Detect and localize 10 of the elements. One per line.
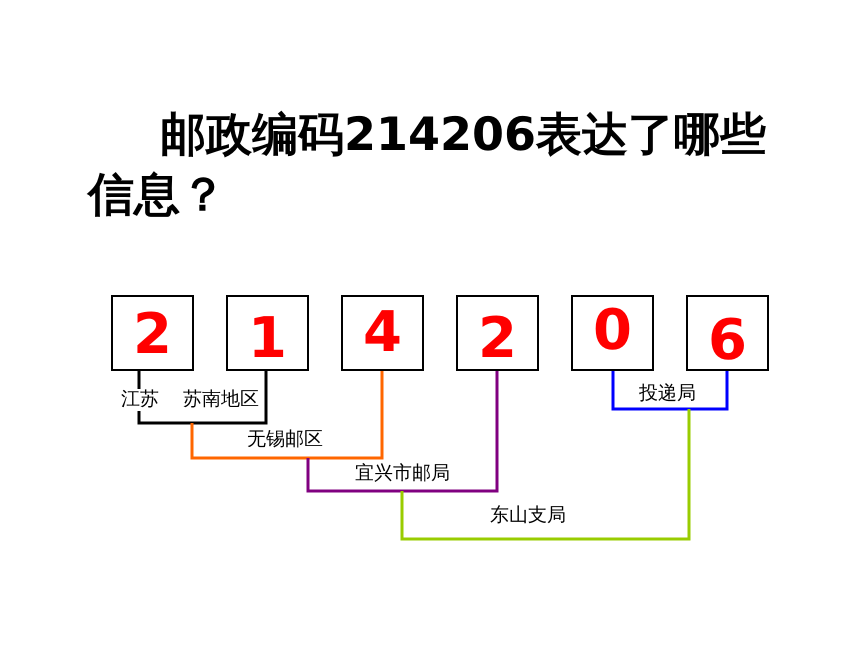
digit-box: 4 <box>341 295 424 371</box>
bracket-label: 宜兴市邮局 <box>355 463 450 485</box>
digit-box: 2 <box>456 295 539 371</box>
digit-box: 2 <box>111 295 194 371</box>
digit-box: 1 <box>226 295 309 371</box>
title: 邮政编码214206表达了哪些信息？ <box>88 106 768 223</box>
digit-box: 0 <box>571 295 654 371</box>
bracket-label: 投递局 <box>639 383 696 405</box>
digit-box: 6 <box>686 295 769 371</box>
bracket-label: 江苏 <box>121 389 159 411</box>
